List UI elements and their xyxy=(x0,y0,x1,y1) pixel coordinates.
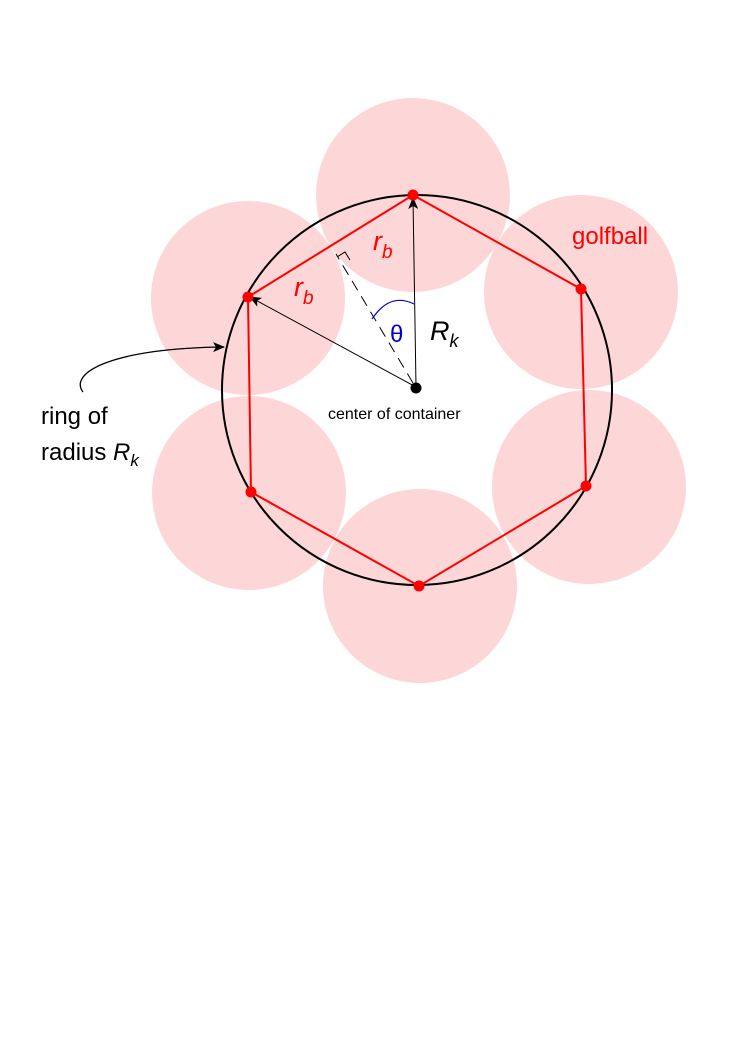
rb-subscript: b xyxy=(382,242,393,263)
rb-label-upper: rb xyxy=(373,226,393,263)
vertex-dot xyxy=(413,580,425,592)
perpendicular-dashed-line xyxy=(335,253,414,384)
Rk-symbol: R xyxy=(430,316,450,346)
ring-label-line2: radius Rk xyxy=(41,439,140,470)
radius-arrow-top xyxy=(408,197,419,388)
vertex-dot xyxy=(575,283,587,295)
ring-radius-word: radius xyxy=(41,439,113,466)
rb-symbol: r xyxy=(373,226,383,256)
theta-arc xyxy=(371,299,415,320)
rb-subscript: b xyxy=(303,288,314,309)
center-label: center of container xyxy=(328,406,461,423)
Rk-subscript: k xyxy=(450,331,460,351)
center-dot xyxy=(410,382,422,394)
vertex-dot xyxy=(407,189,419,201)
vertex-dots xyxy=(242,189,592,592)
Rk-label: Rk xyxy=(430,316,460,351)
vertex-dot xyxy=(242,291,254,303)
rb-label-lower: rb xyxy=(294,272,314,309)
vertex-dot xyxy=(580,480,592,492)
ring-k-subscript: k xyxy=(130,451,140,470)
ring-R-symbol: R xyxy=(113,439,130,466)
golfball-label: golfball xyxy=(572,223,648,250)
theta-label: θ xyxy=(390,321,403,348)
radius-arrow-left xyxy=(249,296,417,388)
right-angle-marker xyxy=(336,251,351,261)
ring-label-line1: ring of xyxy=(41,403,108,430)
vertex-dot xyxy=(245,486,257,498)
rb-symbol: r xyxy=(294,272,304,302)
ring-pointer-arrow xyxy=(79,342,225,393)
